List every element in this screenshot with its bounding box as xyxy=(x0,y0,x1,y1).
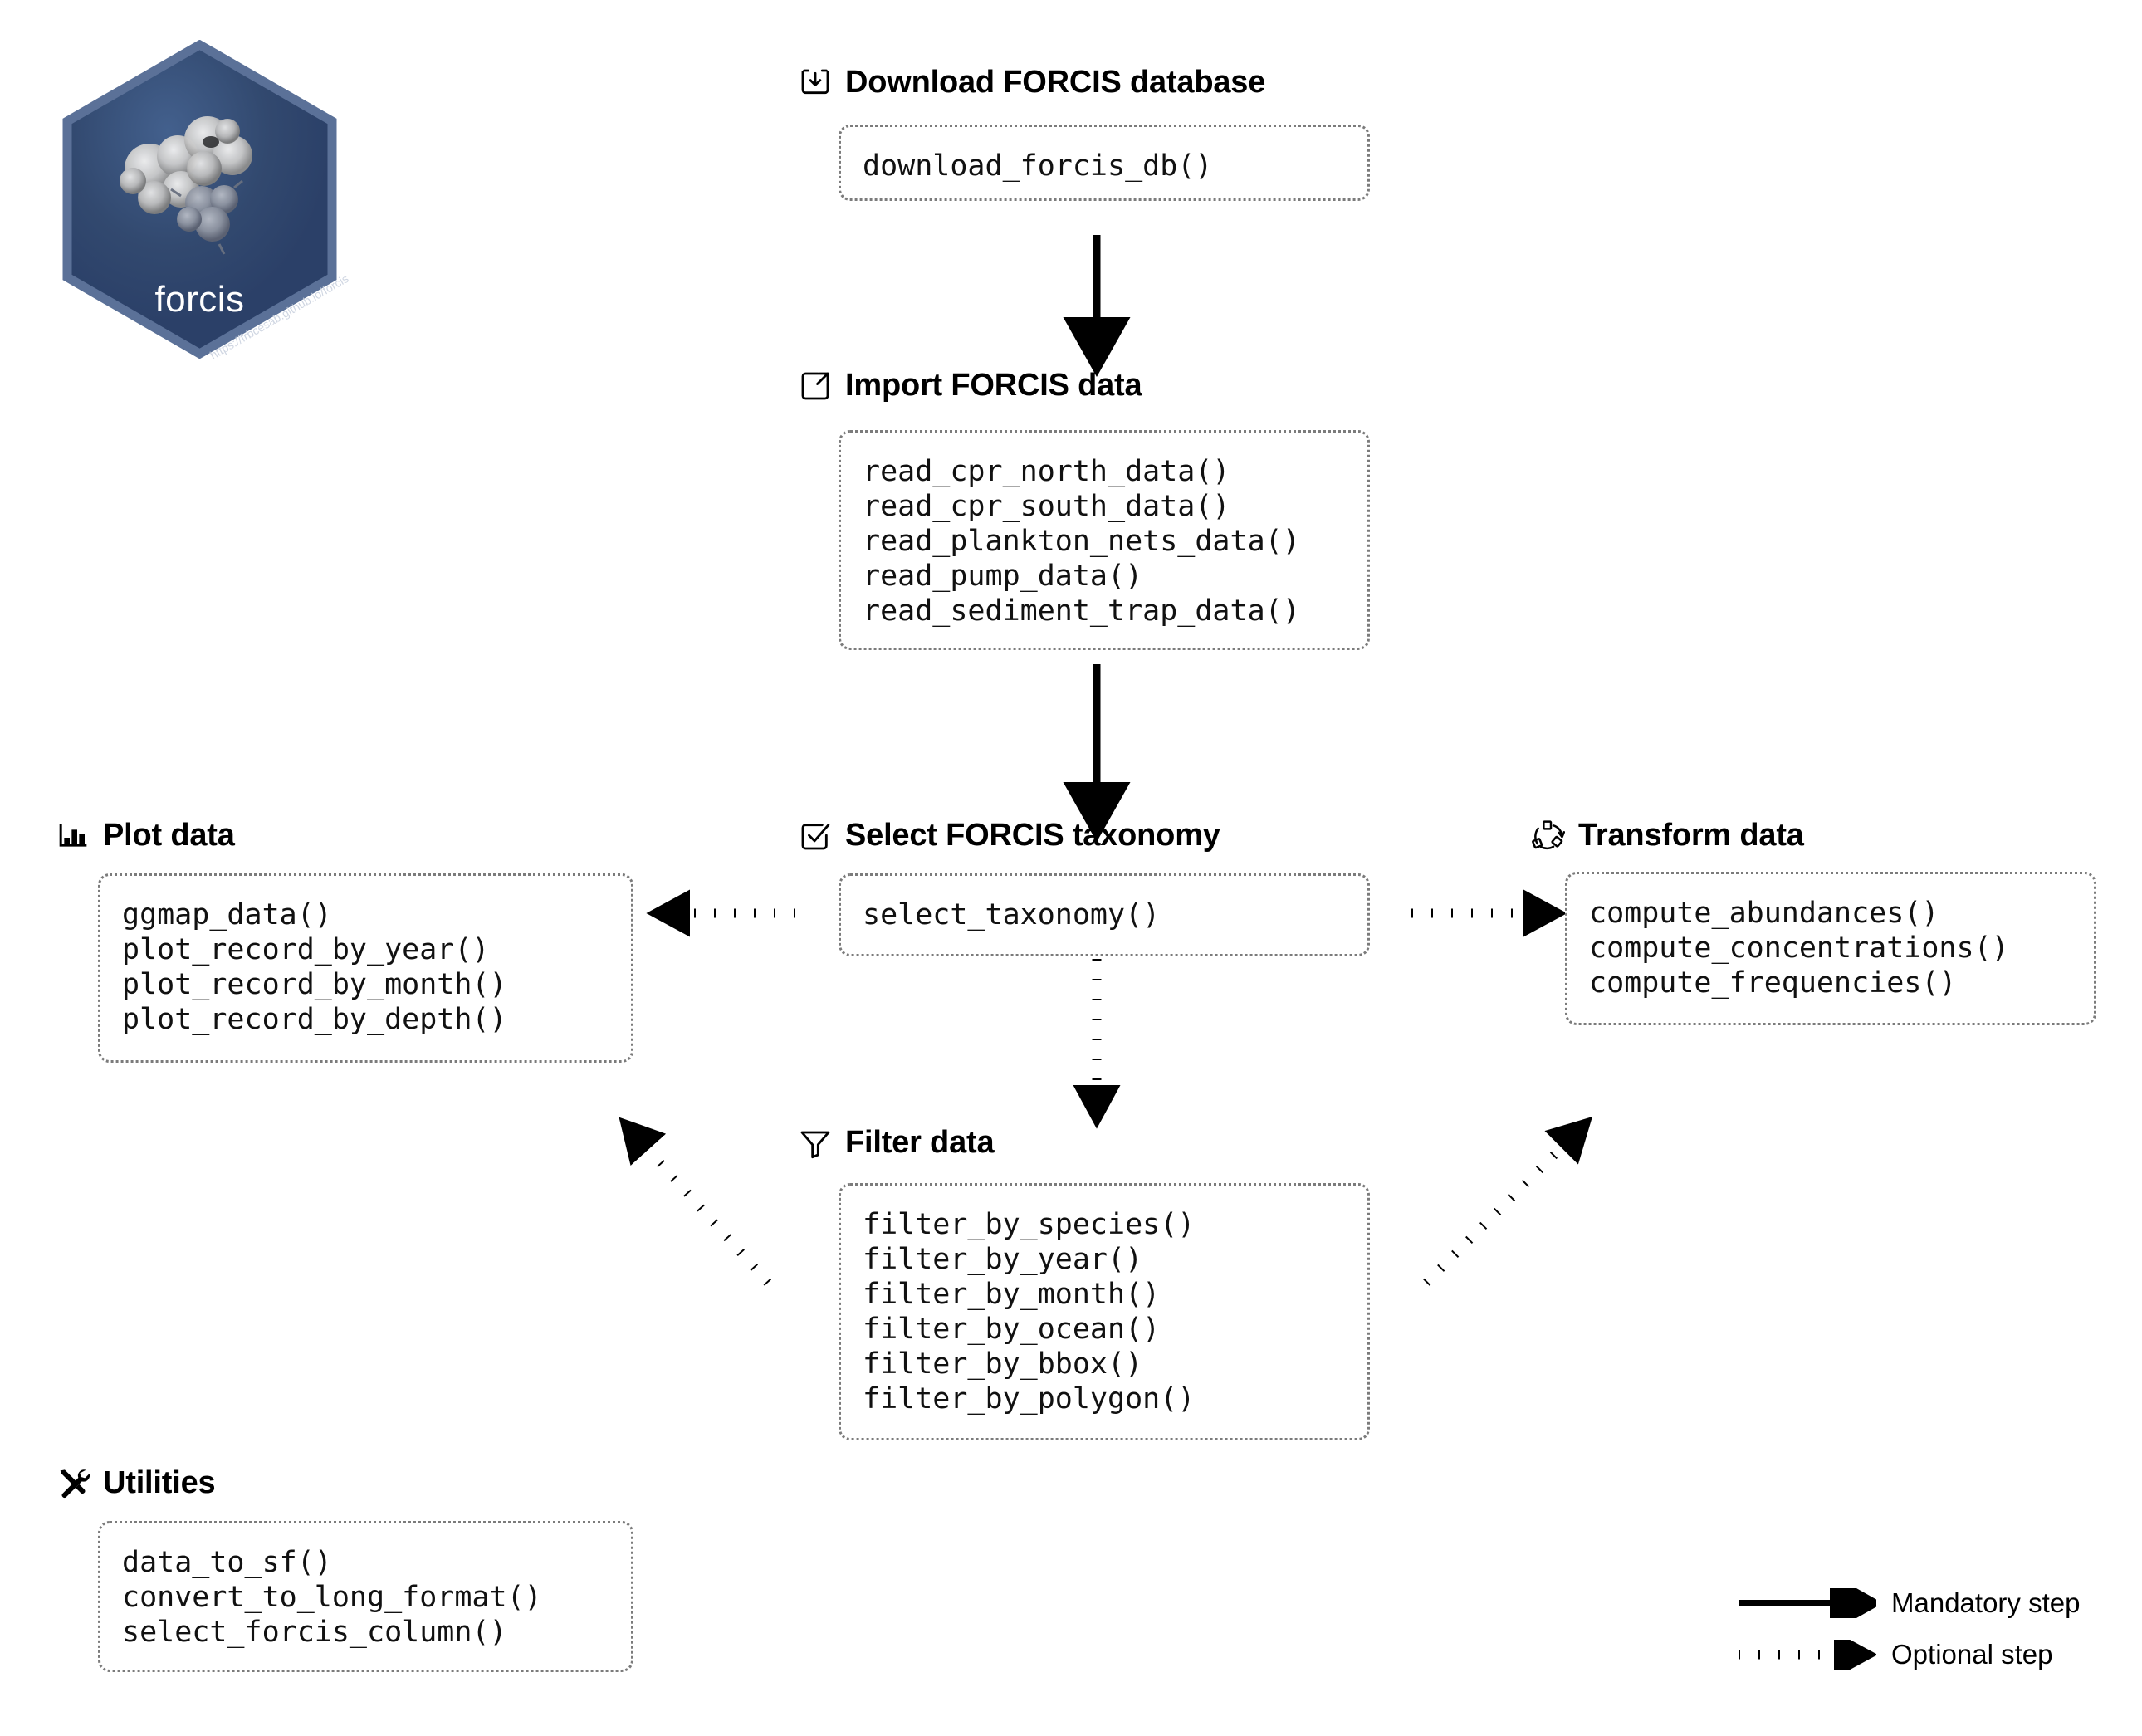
section-heading-utilities: Utilities xyxy=(56,1465,216,1501)
function-box-transform: compute_abundances() compute_concentrati… xyxy=(1565,872,2096,1025)
function-name: compute_abundances() xyxy=(1589,897,1939,930)
hex-shape xyxy=(62,40,337,359)
legend-row-mandatory: Mandatory step xyxy=(1735,1577,2117,1629)
function-box-download: download_forcis_db() xyxy=(839,125,1370,201)
section-title-transform: Transform data xyxy=(1578,818,1804,853)
section-heading-filter: Filter data xyxy=(799,1125,995,1161)
function-box-taxonomy: select_taxonomy() xyxy=(839,873,1370,956)
function-name: read_cpr_south_data() xyxy=(863,490,1230,523)
transform-shuffle-icon xyxy=(1532,819,1565,853)
arrow-filter-to-transform xyxy=(1423,1116,1593,1286)
function-box-utilities: data_to_sf() convert_to_long_format() se… xyxy=(98,1521,633,1672)
legend-row-optional: Optional step xyxy=(1735,1629,2117,1680)
download-icon xyxy=(799,66,832,100)
checkbox-checked-icon xyxy=(799,819,832,853)
function-name: read_sediment_trap_data() xyxy=(863,594,1300,628)
section-title-download: Download FORCIS database xyxy=(845,65,1266,100)
function-name: plot_record_by_depth() xyxy=(122,1003,507,1036)
legend-solid-arrow-icon xyxy=(1739,1588,1876,1618)
section-heading-transform: Transform data xyxy=(1532,818,1804,853)
function-name: filter_by_month() xyxy=(863,1278,1161,1311)
function-name: read_plankton_nets_data() xyxy=(863,525,1300,558)
function-name: filter_by_year() xyxy=(863,1243,1143,1276)
function-name: convert_to_long_format() xyxy=(122,1581,542,1614)
foraminifera-cluster-b xyxy=(184,116,252,186)
function-name: plot_record_by_year() xyxy=(122,933,490,966)
function-name: filter_by_polygon() xyxy=(863,1382,1196,1416)
function-name: filter_by_species() xyxy=(863,1208,1196,1241)
arrow-filter-to-plot xyxy=(619,1117,772,1286)
function-name: select_taxonomy() xyxy=(863,898,1161,932)
section-heading-download: Download FORCIS database xyxy=(799,65,1265,100)
function-name: select_forcis_column() xyxy=(122,1616,507,1649)
legend-dotted-arrow-icon xyxy=(1739,1640,1876,1670)
section-heading-plot: Plot data xyxy=(56,818,235,853)
box-arrow-up-right-icon xyxy=(799,369,832,403)
function-name: read_cpr_north_data() xyxy=(863,455,1230,488)
tools-icon xyxy=(56,1467,90,1500)
section-heading-taxonomy: Select FORCIS taxonomy xyxy=(799,818,1220,853)
section-title-filter: Filter data xyxy=(845,1125,995,1160)
funnel-icon xyxy=(799,1127,832,1160)
function-name: filter_by_bbox() xyxy=(863,1347,1143,1381)
section-title-plot: Plot data xyxy=(103,818,235,853)
function-box-filter: filter_by_species() filter_by_year() fil… xyxy=(839,1183,1370,1440)
function-name: compute_frequencies() xyxy=(1589,966,1957,1000)
function-box-plot: ggmap_data() plot_record_by_year() plot_… xyxy=(98,873,633,1063)
function-box-import: read_cpr_north_data() read_cpr_south_dat… xyxy=(839,430,1370,650)
function-name: download_forcis_db() xyxy=(863,149,1213,183)
legend: Mandatory step Optional step xyxy=(1735,1577,2117,1680)
forcis-hex-logo: forcis https://frbcesab.github.io/forcis xyxy=(56,40,350,368)
section-title-utilities: Utilities xyxy=(103,1465,216,1500)
function-name: read_pump_data() xyxy=(863,560,1143,593)
function-name: plot_record_by_month() xyxy=(122,968,507,1001)
logo-name: forcis xyxy=(154,279,245,320)
legend-label-mandatory: Mandatory step xyxy=(1891,1587,2081,1618)
function-name: filter_by_ocean() xyxy=(863,1313,1161,1346)
function-name: data_to_sf() xyxy=(122,1546,332,1579)
function-name: compute_concentrations() xyxy=(1589,932,2009,965)
legend-label-optional: Optional step xyxy=(1891,1639,2053,1670)
section-title-taxonomy: Select FORCIS taxonomy xyxy=(845,818,1220,853)
foraminifera-cluster-c xyxy=(170,179,243,255)
section-title-import: Import FORCIS data xyxy=(845,368,1142,403)
bar-chart-icon xyxy=(56,819,90,853)
function-name: ggmap_data() xyxy=(122,898,332,932)
section-heading-import: Import FORCIS data xyxy=(799,368,1142,403)
